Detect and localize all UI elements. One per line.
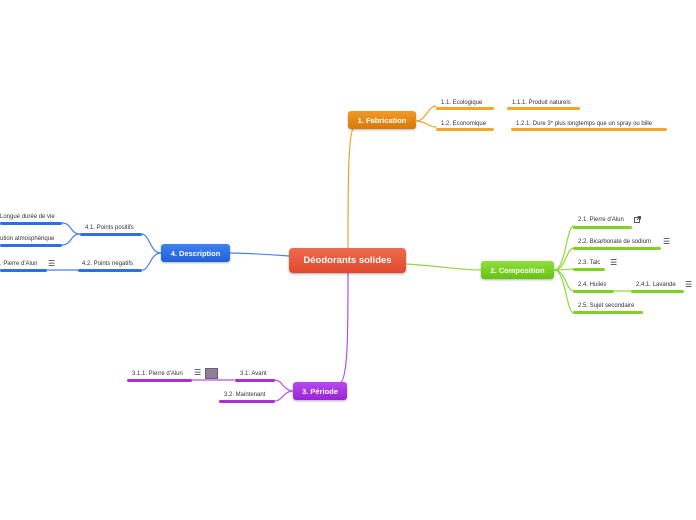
subtopic-pierre-alun[interactable]: 2.1. Pierre d'Alun bbox=[578, 217, 624, 223]
notes-icon[interactable]: ☰ bbox=[48, 259, 56, 268]
subtopic-longue-duree-underline bbox=[0, 222, 62, 225]
subtopic-pierre-alun-avant-underline bbox=[127, 379, 192, 382]
connector-avant bbox=[274, 379, 294, 392]
topic-composition-label: 2. Composition bbox=[490, 265, 545, 275]
subtopic-pierre-alun-underline bbox=[573, 226, 632, 229]
image-thumbnail-icon[interactable] bbox=[205, 368, 218, 379]
connector-longue bbox=[61, 222, 81, 235]
subtopic-avant[interactable]: 3.1. Avant bbox=[240, 371, 267, 377]
connector-maintenant bbox=[274, 390, 294, 402]
connector-economique bbox=[415, 120, 437, 128]
subtopic-points-negatifs[interactable]: 4.2. Points négatifs bbox=[82, 261, 134, 267]
topic-periode[interactable]: 3. Période bbox=[293, 382, 347, 400]
subtopic-avant-underline bbox=[235, 379, 275, 382]
subtopic-points-positifs[interactable]: 4.1. Points positifs bbox=[85, 225, 134, 231]
subtopic-maintenant-underline bbox=[219, 400, 275, 403]
topic-fabrication[interactable]: 1. Fabrication bbox=[348, 111, 416, 129]
connector-positifs bbox=[141, 233, 162, 254]
subtopic-sujet-secondaire-underline bbox=[573, 311, 643, 314]
subtopic-produit-naturels[interactable]: 1.1.1. Produit naturels bbox=[512, 100, 571, 106]
subtopic-lavande[interactable]: 2.4.1. Lavande bbox=[636, 282, 676, 288]
central-topic-label: Déodorants solides bbox=[303, 255, 392, 266]
central-topic[interactable]: Déodorants solides bbox=[289, 248, 406, 273]
subtopic-dure[interactable]: 1.2.1. Dure 3* plus longtemps que un spr… bbox=[516, 121, 653, 127]
subtopic-huiles[interactable]: 2.4. Huiles bbox=[578, 282, 607, 288]
connector-pierre bbox=[553, 225, 575, 271]
connector-pollution bbox=[61, 233, 81, 246]
subtopic-lavande-underline bbox=[631, 290, 684, 293]
notes-icon[interactable]: ☰ bbox=[194, 368, 202, 377]
subtopic-bicarbonate[interactable]: 2.2. Bicarbonate de sodium bbox=[578, 239, 652, 245]
subtopic-pierre-alun-avant[interactable]: 3.1.1. Pierre d'Alun bbox=[132, 371, 183, 377]
topic-periode-label: 3. Période bbox=[302, 386, 338, 396]
subtopic-bicarbonate-underline bbox=[573, 247, 661, 250]
subtopic-longue-duree[interactable]: Longue durée de vie bbox=[0, 214, 55, 220]
connector-composition bbox=[405, 263, 482, 271]
notes-icon[interactable]: ☰ bbox=[663, 237, 671, 246]
subtopic-ecologique[interactable]: 1.1. Ecologique bbox=[441, 100, 483, 106]
connector-description bbox=[229, 252, 290, 257]
subtopic-produit-naturels-underline bbox=[507, 107, 580, 110]
subtopic-economique-underline bbox=[436, 128, 494, 131]
subtopic-pierre-alun-negatif-underline bbox=[0, 269, 47, 272]
subtopic-pollution[interactable]: ution atmosphérique bbox=[0, 236, 55, 242]
connector-bicarbonate bbox=[553, 247, 575, 271]
subtopic-pollution-underline bbox=[0, 244, 62, 247]
subtopic-talc-underline bbox=[573, 268, 605, 271]
topic-description-label: 4. Description bbox=[170, 248, 221, 258]
subtopic-sujet-secondaire[interactable]: 2.5. Sujet secondaire bbox=[578, 303, 635, 309]
topic-description[interactable]: 4. Description bbox=[161, 244, 230, 262]
subtopic-dure-underline bbox=[511, 128, 667, 131]
connector-negatifs bbox=[141, 252, 162, 271]
connector-fabrication bbox=[347, 125, 356, 249]
external-link-icon[interactable] bbox=[634, 216, 641, 223]
notes-icon[interactable]: ☰ bbox=[610, 258, 618, 267]
connector-periode bbox=[339, 272, 349, 384]
subtopic-pierre-alun-negatif[interactable]: . Pierre d'Alun bbox=[0, 261, 38, 267]
connector-sujet bbox=[553, 269, 575, 314]
notes-icon[interactable]: ☰ bbox=[685, 280, 693, 289]
subtopic-maintenant[interactable]: 3.2. Maintenant bbox=[224, 392, 266, 398]
subtopic-ecologique-underline bbox=[436, 107, 494, 110]
subtopic-points-negatifs-underline bbox=[78, 269, 142, 272]
subtopic-economique[interactable]: 1.2. Economique bbox=[441, 121, 487, 127]
topic-composition[interactable]: 2. Composition bbox=[481, 261, 554, 279]
subtopic-talc[interactable]: 2.3. Talc bbox=[578, 260, 601, 266]
topic-fabrication-label: 1. Fabrication bbox=[357, 115, 407, 125]
subtopic-points-positifs-underline bbox=[80, 233, 142, 236]
connector-ecologique bbox=[415, 105, 437, 122]
subtopic-huiles-underline bbox=[573, 290, 614, 293]
